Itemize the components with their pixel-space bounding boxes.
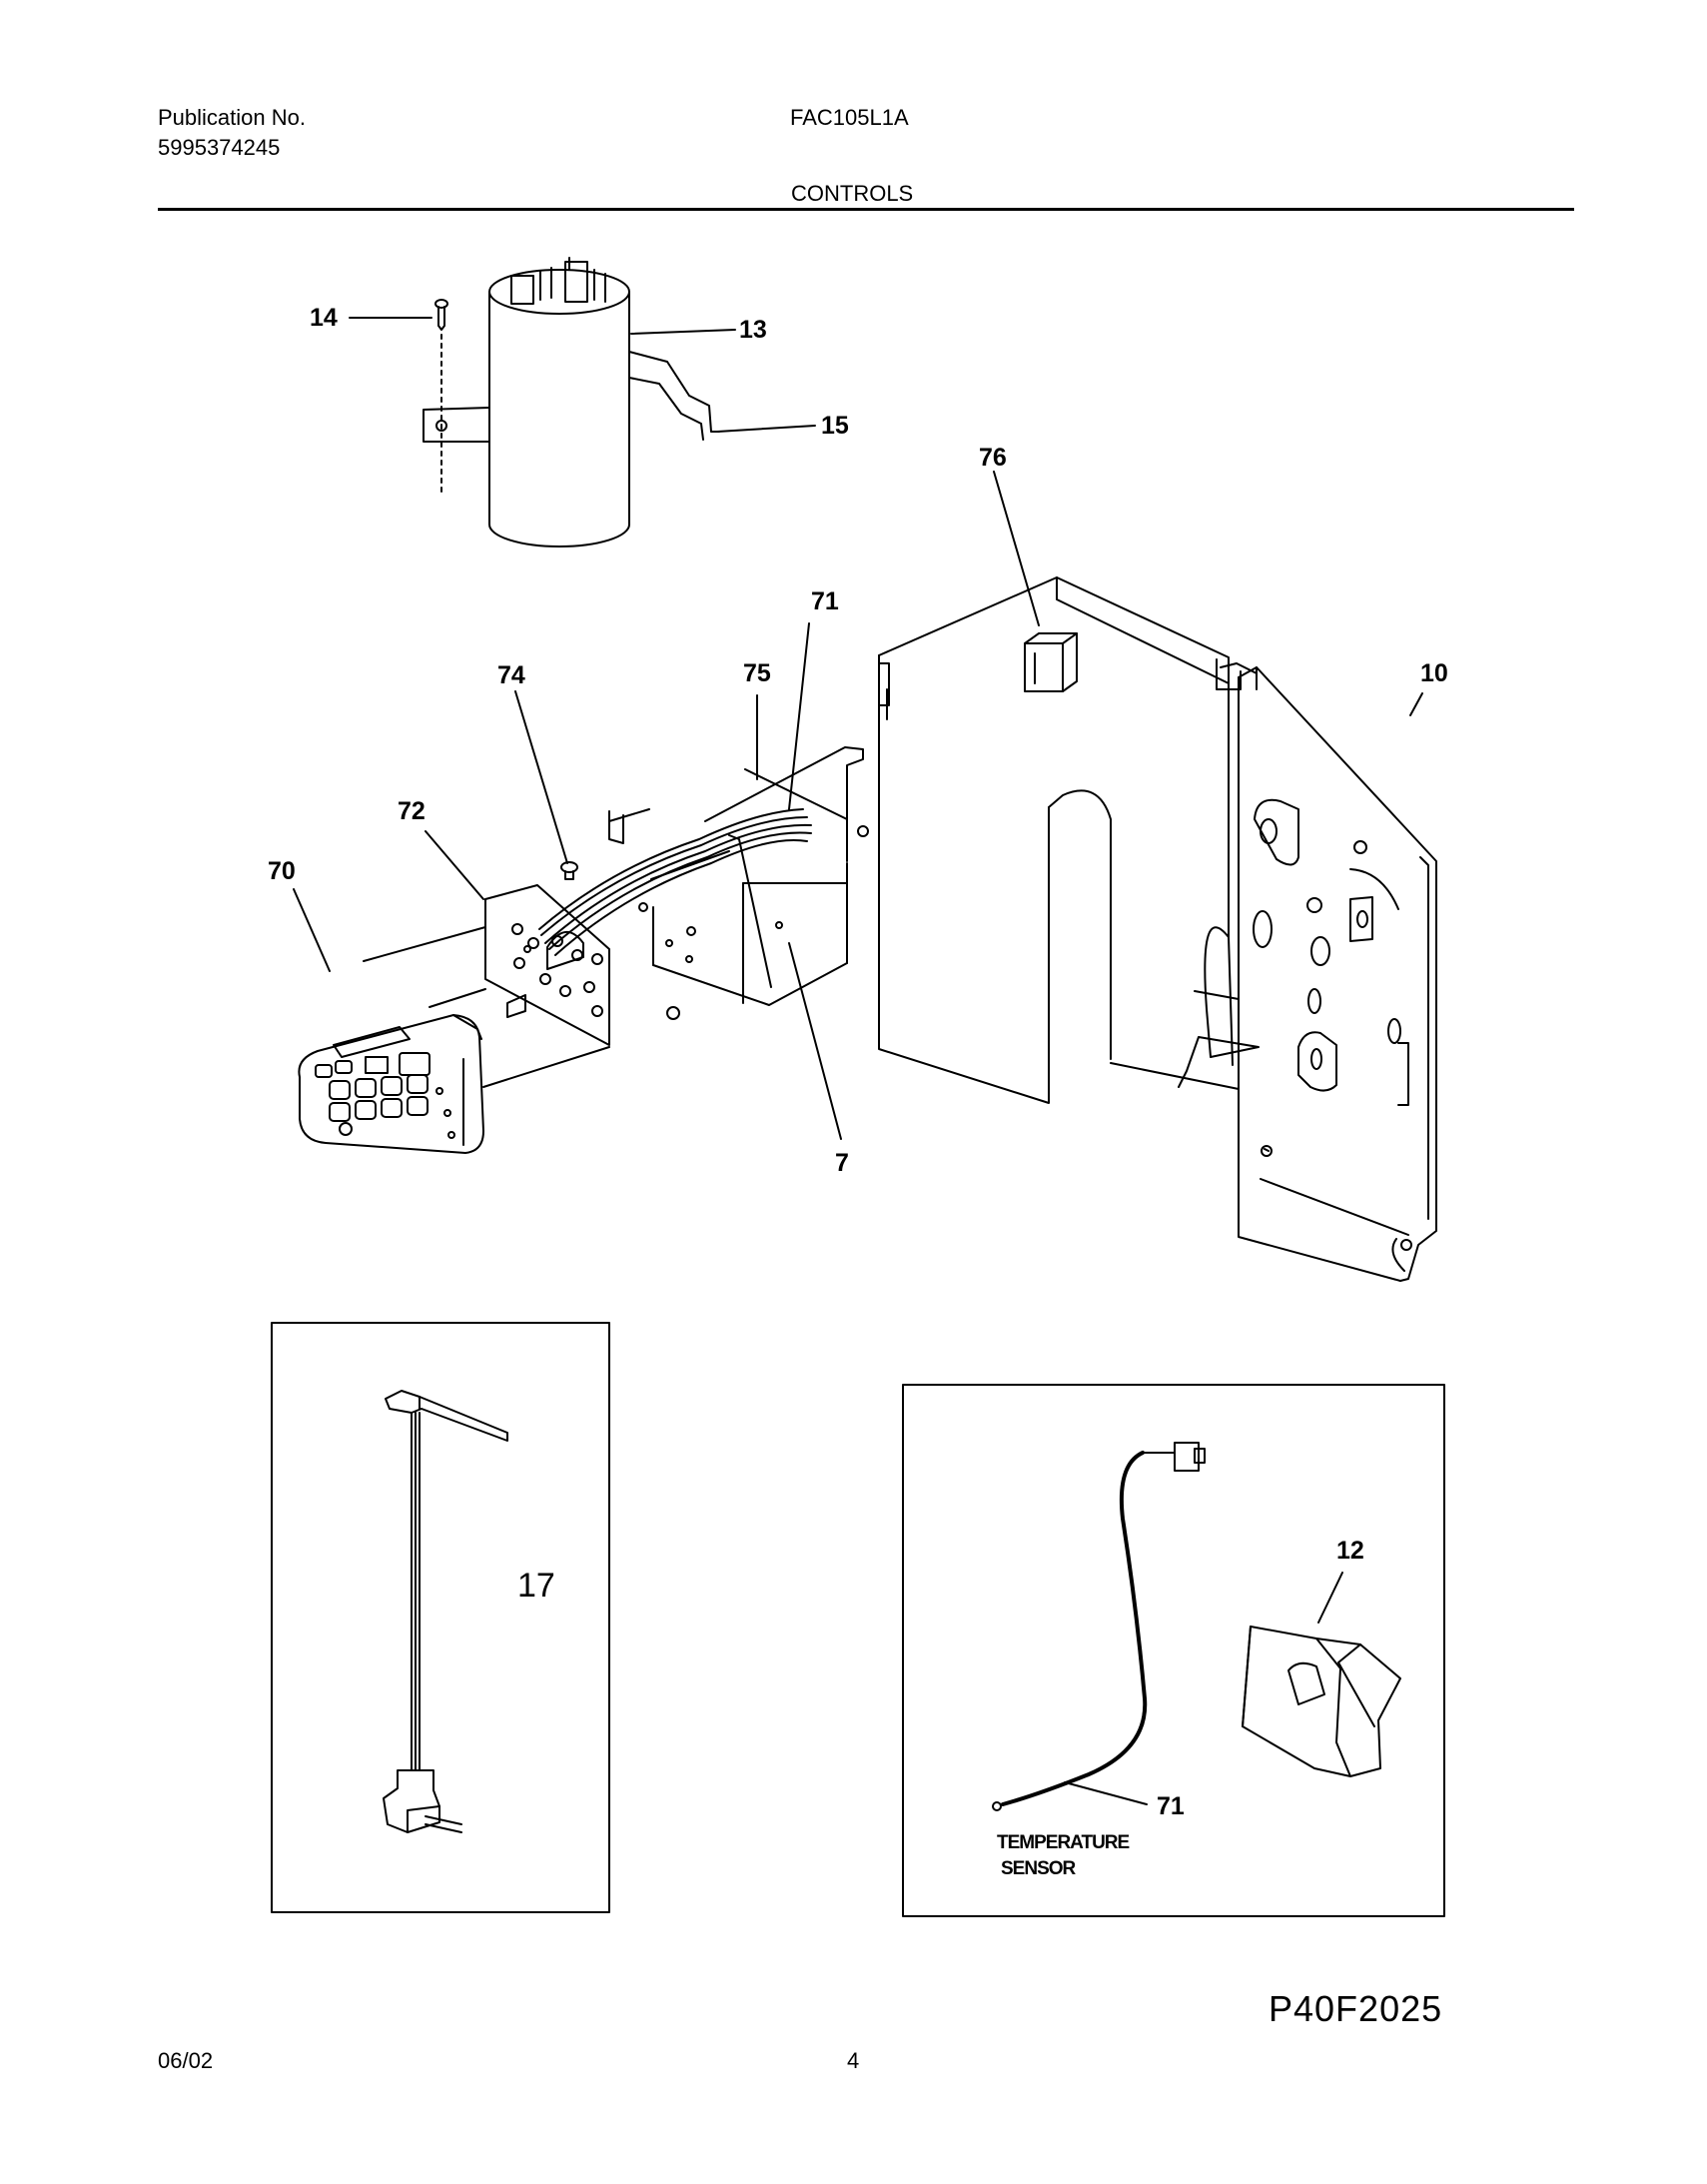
revision-date: 06/02 — [158, 2048, 214, 2073]
part-72-pcboard — [484, 884, 680, 1046]
sensor-label-line2: SENSOR — [1001, 1858, 1077, 1879]
callout-76: 76 — [979, 444, 1007, 472]
callout-15: 15 — [821, 412, 849, 440]
callout-74: 74 — [497, 661, 525, 689]
callout-72: 72 — [398, 797, 426, 825]
part-71-sensor — [992, 1442, 1206, 1811]
part-76-clip — [1024, 632, 1078, 692]
frame-temperature-sensor — [902, 1384, 1445, 1917]
part-10-panel — [878, 576, 1437, 1282]
section-title: CONTROLS — [791, 181, 914, 206]
callout-13: 13 — [739, 316, 767, 344]
part-74-screw — [560, 861, 578, 880]
callout-75: 75 — [743, 659, 771, 687]
page-number: 4 — [847, 2048, 860, 2073]
part-15-bracket — [423, 351, 720, 443]
frame-power-cord — [271, 1322, 610, 1913]
callout-14: 14 — [310, 304, 338, 332]
callout-12: 12 — [1336, 1537, 1364, 1565]
callout-70: 70 — [268, 857, 296, 885]
sensor-label-line1: TEMPERATURE — [997, 1832, 1130, 1853]
callout-71-top: 71 — [811, 587, 839, 615]
callout-17: 17 — [517, 1567, 555, 1605]
part-14-screw — [434, 299, 448, 496]
publication-label: Publication No. — [158, 105, 306, 130]
part-13-capacitor — [488, 257, 630, 547]
callout-71-sensor: 71 — [1157, 1792, 1185, 1820]
part-7-box — [538, 746, 869, 1006]
callout-7: 7 — [835, 1149, 849, 1177]
callout-10: 10 — [1420, 659, 1448, 687]
publication-number: 5995374245 — [158, 135, 281, 160]
part-12-sensor-holder — [1242, 1572, 1401, 1777]
header-rule — [158, 208, 1574, 211]
part-17-power-cord — [383, 1390, 508, 1833]
figure-code: P40F2025 — [1269, 1988, 1443, 2029]
model-number: FAC105L1A — [790, 105, 909, 130]
part-70-keypad — [298, 926, 610, 1154]
